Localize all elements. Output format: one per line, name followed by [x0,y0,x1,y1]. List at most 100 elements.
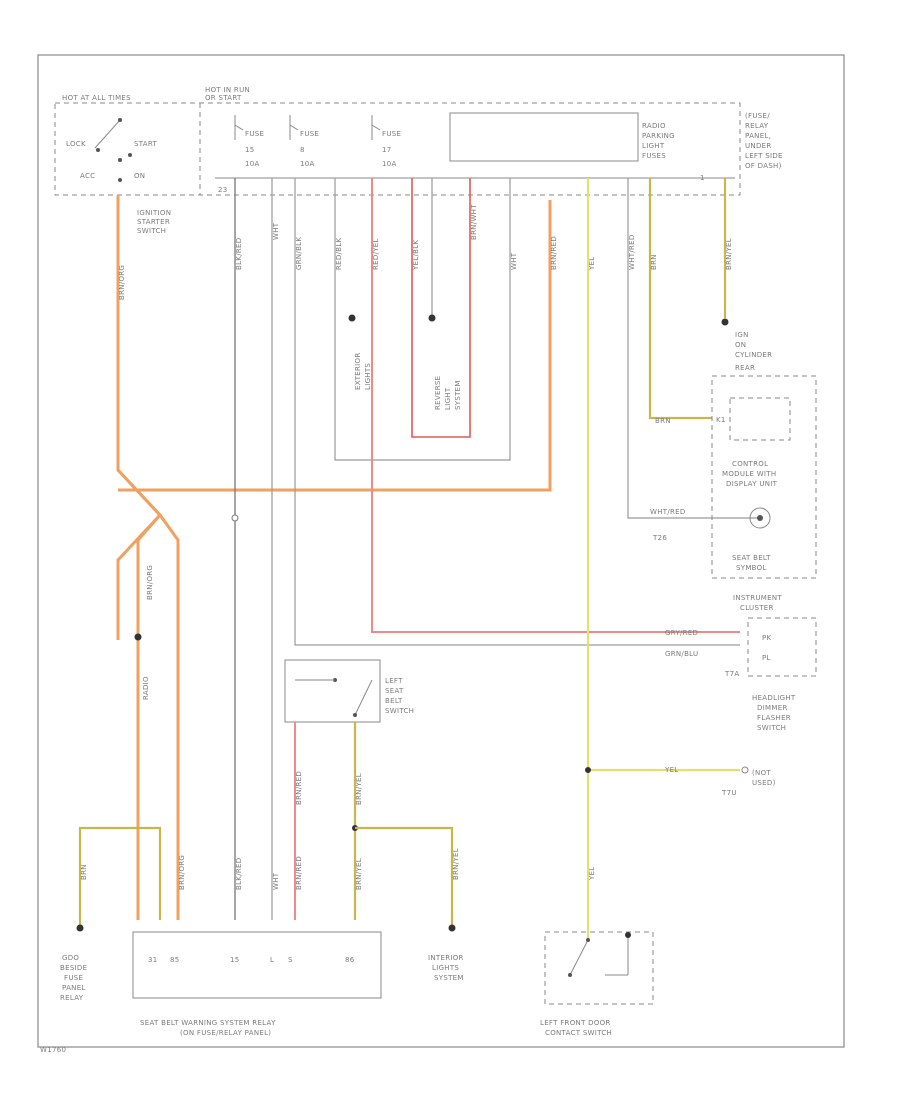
ign-cylinder-label: IGN ON CYLINDER [735,331,772,359]
connector-1-label: 1 [700,174,705,182]
diagram-border [37,54,845,1048]
svg-text:RED/YEL: RED/YEL [372,238,380,270]
lock-label: LOCK [66,140,86,148]
svg-text:GRY/RED: GRY/RED [665,629,698,637]
wire-orange-to-relay [158,514,180,920]
svg-text:SYSTEM: SYSTEM [454,380,462,410]
svg-text:YEL: YEL [588,257,596,272]
fuse-relay-panel-label: (FUSE/ RELAY PANEL, UNDER LEFT SIDE OF D… [745,112,783,170]
svg-text:PANEL,: PANEL, [745,132,771,140]
pk-label: PK [762,634,772,642]
splice-point [231,514,239,522]
svg-text:(ON FUSE/RELAY PANEL): (ON FUSE/RELAY PANEL) [180,1029,271,1037]
fuse-17: FUSE 17 10A [371,115,401,168]
svg-text:OF DASH): OF DASH) [745,162,782,170]
wire-grn-blk [294,178,740,646]
fuse-8: FUSE 8 10A [289,115,319,168]
ign-cylinder-node [721,318,729,326]
svg-text:USED): USED) [752,779,776,787]
svg-text:SEAT: SEAT [385,687,404,695]
svg-text:BLK/RED: BLK/RED [235,858,243,890]
wire-orange-relay-left [116,468,163,920]
svg-text:SYSTEM: SYSTEM [434,974,464,982]
yellow-splice [585,767,591,773]
svg-text:RADIO: RADIO [642,122,666,130]
svg-text:FUSES: FUSES [642,152,666,160]
svg-text:BRN/YEL: BRN/YEL [355,773,363,805]
svg-text:(FUSE/: (FUSE/ [745,112,770,120]
not-used-label: (NOT USED) [752,769,776,787]
svg-text:GRN/BLK: GRN/BLK [295,237,303,270]
door-switch-symbol [568,932,631,977]
instrument-cluster-label: INSTRUMENT CLUSTER [733,594,782,612]
svg-text:LEFT SIDE: LEFT SIDE [745,152,783,160]
svg-text:REVERSE: REVERSE [434,376,442,410]
svg-text:BELT: BELT [385,697,403,705]
svg-text:85: 85 [170,956,180,964]
wire-brn-module [648,178,712,420]
t7a-label: T7A [724,670,739,678]
svg-text:BRN/RED: BRN/RED [295,771,303,805]
svg-text:UNDER: UNDER [745,142,772,150]
page-id: W1760 [40,1046,66,1054]
svg-text:SWITCH: SWITCH [757,724,786,732]
start-label: START [134,140,158,148]
svg-text:BRN/YEL: BRN/YEL [355,858,363,890]
rear-label: REAR [735,364,755,372]
interior-lights-node [448,924,456,932]
k1-label: K1 [716,416,726,424]
svg-text:ON: ON [735,341,746,349]
svg-text:SWITCH: SWITCH [385,707,414,715]
svg-text:WHT/RED: WHT/RED [628,234,636,270]
svg-text:BRN/ORG: BRN/ORG [178,855,186,890]
svg-text:17: 17 [382,146,392,154]
ground-exterior-right [428,314,436,322]
ignition-switch-symbol [94,118,132,182]
svg-text:15: 15 [230,956,240,964]
svg-text:FUSE: FUSE [64,974,83,982]
svg-text:BESIDE: BESIDE [60,964,87,972]
svg-text:BRN/ORG: BRN/ORG [146,565,154,600]
svg-text:15: 15 [245,146,255,154]
relay-caption: SEAT BELT WARNING SYSTEM RELAY (ON FUSE/… [140,1019,276,1037]
svg-text:8: 8 [300,146,305,154]
wire-left-loop [334,178,511,461]
svg-text:SEAT BELT WARNING SYSTEM RELAY: SEAT BELT WARNING SYSTEM RELAY [140,1019,276,1027]
svg-text:YEL/BLK: YEL/BLK [412,240,420,271]
svg-text:INSTRUMENT: INSTRUMENT [733,594,782,602]
svg-text:BRN/RED: BRN/RED [550,236,558,270]
interior-lights-label: INTERIOR LIGHTS SYSTEM [428,954,464,982]
fuse-relay-panel-outline [54,102,741,196]
headlight-dimmer-label: HEADLIGHT DIMMER FLASHER SWITCH [752,694,796,732]
svg-text:BRN/YEL: BRN/YEL [452,848,460,880]
svg-text:YEL: YEL [664,766,679,774]
left-seat-belt-switch-box [284,659,381,723]
svg-text:RELAY: RELAY [745,122,769,130]
control-module-inner [729,397,791,441]
svg-text:LEFT FRONT DOOR: LEFT FRONT DOOR [540,1019,611,1027]
svg-text:SYMBOL: SYMBOL [736,564,767,572]
svg-text:10A: 10A [300,160,315,168]
hot-at-all-times-label: HOT AT ALL TIMES [62,94,131,102]
svg-text:L: L [270,956,274,964]
door-contact-switch-box [544,931,654,1005]
svg-text:RELAY: RELAY [60,994,84,1002]
seat-belt-switch-symbol [295,678,373,717]
svg-text:RED/BLK: RED/BLK [335,237,343,270]
svg-text:IGN: IGN [735,331,749,339]
svg-text:BRN/WHT: BRN/WHT [470,204,478,240]
svg-text:BRN: BRN [655,417,671,425]
connector-23-label: 23 [218,186,228,194]
t26-label: T26 [652,534,667,542]
wire-red-yel [371,178,740,633]
svg-text:LIGHTS: LIGHTS [432,964,459,972]
svg-text:WHT: WHT [272,872,280,890]
svg-text:DIMMER: DIMMER [757,704,788,712]
left-seat-belt-switch-label: LEFT SEAT BELT SWITCH [385,677,414,715]
svg-text:31: 31 [148,956,158,964]
acc-label: ACC [80,172,95,180]
svg-text:HEADLIGHT: HEADLIGHT [752,694,796,702]
seat-belt-lamp-icon [749,507,771,529]
svg-text:GRN/BLU: GRN/BLU [665,650,698,658]
